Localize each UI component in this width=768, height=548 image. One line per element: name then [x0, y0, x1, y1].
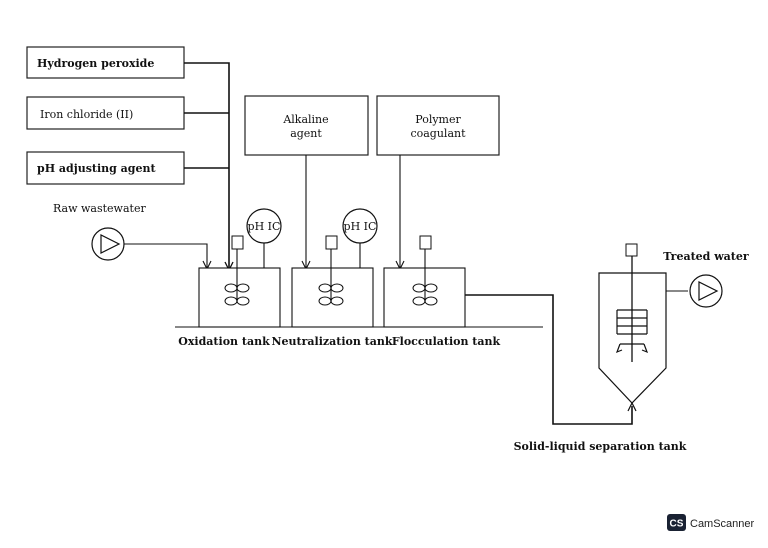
ph-adjusting-agent-label: pH adjusting agent	[37, 162, 156, 175]
flocculation-mixer-icon	[412, 283, 438, 306]
neutralization-tank-label: Neutralization tank	[271, 335, 392, 348]
iron-chloride-box: Iron chloride (II)	[26, 96, 185, 130]
separation-rake-icon	[615, 309, 649, 354]
oxidation-mixer-icon	[224, 283, 250, 306]
raw-wastewater-line	[124, 243, 208, 268]
reagent-feed-lines	[184, 62, 230, 268]
alkaline-agent-box: Alkaline agent	[244, 95, 369, 156]
raw-wastewater-label: Raw wastewater	[53, 202, 146, 215]
treated-water-label: Treated water	[663, 250, 749, 263]
camscanner-logo-icon	[667, 514, 686, 531]
iron-chloride-label: Iron chloride (II)	[40, 108, 133, 121]
neutralization-mixer-icon	[318, 283, 344, 306]
oxidation-tank-label: Oxidation tank	[178, 335, 270, 348]
camscanner-text: CamScanner	[690, 518, 755, 530]
camscanner-logo-text: CS	[670, 519, 684, 530]
neutralization-tank: pH IC	[291, 208, 378, 328]
polymer-coagulant-label-line2: coagulant	[410, 127, 466, 140]
raw-wastewater-pump-icon	[91, 227, 125, 261]
hydrogen-peroxide-box: Hydrogen peroxide	[26, 46, 185, 79]
polymer-coagulant-box: Polymer coagulant	[376, 95, 500, 156]
camscanner-watermark: CS CamScanner	[667, 514, 755, 531]
ph-adjusting-agent-box: pH adjusting agent	[26, 151, 185, 185]
flocculation-tank-label: Flocculation tank	[392, 335, 501, 348]
separation-tank-label: Solid-liquid separation tank	[514, 440, 687, 453]
oxidation-tank: pH IC	[198, 208, 282, 328]
alkaline-agent-label-line1: Alkaline	[282, 113, 328, 126]
hydrogen-peroxide-label: Hydrogen peroxide	[37, 57, 154, 70]
separation-tank	[598, 243, 667, 404]
flocculation-tank	[383, 235, 466, 328]
alkaline-agent-label-line2: agent	[290, 127, 322, 140]
transfer-line	[465, 294, 633, 425]
ph-controller-neutralization-label: pH IC	[344, 220, 377, 233]
polymer-coagulant-label-line1: Polymer	[415, 113, 461, 126]
ph-controller-oxidation-label: pH IC	[248, 220, 281, 233]
treated-water-pump-icon	[689, 274, 723, 308]
